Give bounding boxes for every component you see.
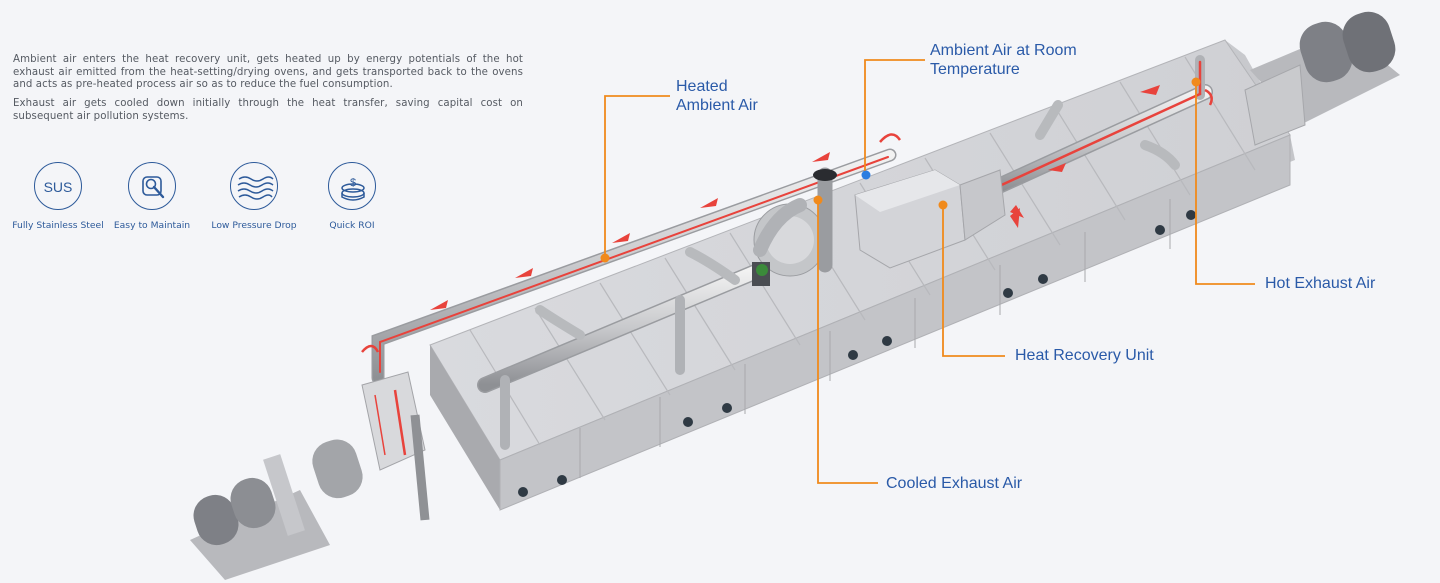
heat-recovery-unit-body — [752, 169, 1006, 286]
waves-icon — [230, 162, 278, 210]
feature-label: Low Pressure Drop — [211, 220, 297, 231]
manifold-pipes — [477, 55, 1213, 450]
svg-text:SUS: SUS — [44, 179, 73, 195]
return-duct — [371, 148, 897, 385]
description-paragraph-1: Ambient air enters the heat recovery uni… — [13, 54, 523, 91]
svg-text:$: $ — [350, 177, 356, 189]
feature-label: Easy to Maintain — [113, 220, 191, 231]
callout-heated-ambient-air: Heated Ambient Air — [676, 78, 758, 114]
description-paragraph-2: Exhaust air gets cooled down initially t… — [13, 98, 523, 122]
leader-dots — [600, 77, 1201, 263]
wrench-icon — [128, 162, 176, 210]
ambient-air-intake-dot — [861, 170, 871, 180]
feature-stainless-steel: SUS Fully Stainless Steel — [8, 162, 108, 231]
entry-rollers — [190, 439, 363, 580]
sus-icon: SUS — [34, 162, 82, 210]
feature-label: Fully Stainless Steel — [12, 220, 104, 231]
exit-rollers — [1244, 11, 1400, 146]
callout-hot-exhaust-air: Hot Exhaust Air — [1265, 275, 1376, 292]
flow-arrows — [430, 85, 1160, 310]
leader-lines — [604, 59, 1255, 484]
callout-ambient-air-room-temperature: Ambient Air at Room Temperature — [930, 42, 1077, 78]
callout-heat-recovery-unit: Heat Recovery Unit — [1015, 347, 1154, 364]
cooled-exhaust-stack — [361, 371, 430, 521]
feature-low-pressure-drop: Low Pressure Drop — [204, 162, 304, 231]
callout-cooled-exhaust-air: Cooled Exhaust Air — [886, 475, 1023, 492]
feature-easy-maintain: Easy to Maintain — [102, 162, 202, 231]
feature-quick-roi: $ Quick ROI — [302, 162, 402, 231]
coins-icon: $ — [328, 162, 376, 210]
feature-label: Quick ROI — [329, 220, 375, 231]
